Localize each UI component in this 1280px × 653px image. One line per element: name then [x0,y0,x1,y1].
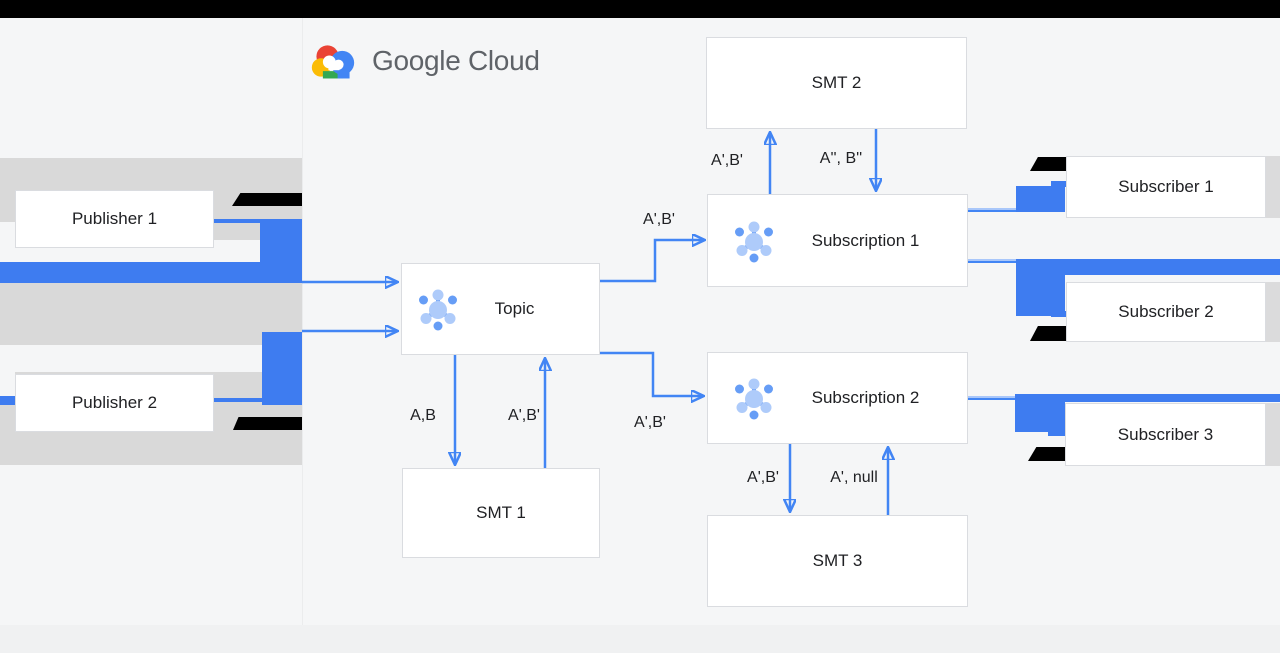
node-label: Subscriber 2 [1118,302,1214,321]
node-label: Publisher 1 [71,209,158,228]
node-subscription2: Subscription 2 [707,352,968,444]
panel-divider [302,18,303,625]
blue-pipe-band [1016,259,1280,275]
edge-label-smt3-subscription2: A', null [830,469,878,486]
gray-stripe [0,283,302,345]
glitch-black-shape [233,417,302,430]
edge-label-subscription1-smt2: A',B' [711,152,743,169]
node-label: Topic [494,299,535,318]
node-label: SMT 3 [812,551,863,570]
glitch-black-shape [232,193,302,206]
node-publisher1: Publisher 1 [15,190,214,248]
edge-label-topic-subscription1: A',B' [643,211,675,228]
bottom-strip [0,625,1280,653]
edge-label-smt2-subscription1: A'', B'' [819,150,863,167]
node-smt2: SMT 2 [706,37,967,129]
pubsub-icon [733,376,775,422]
blue-pipe-line [214,219,262,223]
node-subscriber2: Subscriber 2 [1066,282,1266,342]
node-label: Subscription 1 [811,230,920,250]
node-label: SMT 1 [476,503,526,522]
blue-connector-line [968,259,1017,263]
edge-label-topic-smt1: A,B [410,407,436,424]
glitch-black-shape [1030,157,1066,171]
node-topic: Topic [401,263,600,355]
node-label: Subscriber 1 [1118,177,1214,196]
google-cloud-logo-text: Google Cloud [372,45,540,76]
edge-label-topic-subscription2: A',B' [634,414,666,431]
google-cloud-logo-icon [311,45,355,79]
node-label: SMT 2 [811,73,862,92]
node-subscriber3: Subscriber 3 [1065,403,1266,466]
blue-pipe-blob [1016,186,1065,212]
blue-pipe-band [1015,394,1280,402]
blue-pipe-band [0,262,302,283]
arrow-topic-to-subscription1 [600,240,704,283]
top-black-bar [0,0,1280,18]
stripe-gap [0,372,15,396]
node-label: Publisher 2 [71,393,158,412]
node-label: Subscription 2 [811,388,920,407]
blue-connector-line [968,208,1017,212]
blue-pipe-column [1015,394,1065,432]
blue-pipe-tab [1051,311,1068,317]
blue-pipe-tab [1048,429,1068,436]
node-label: Subscriber 3 [1117,424,1214,444]
blue-pipe-tab [1051,181,1067,187]
blue-pipe-column [262,332,302,405]
row-gray-sliver [1266,156,1280,218]
node-smt3: SMT 3 [707,515,968,607]
google-cloud-logo: Google Cloud [310,42,540,80]
blue-pipe-stub [0,396,15,405]
stripe-gap [0,222,15,240]
node-subscriber1: Subscriber 1 [1066,156,1266,218]
pubsub-icon [417,287,459,333]
blue-connector-line [968,396,1016,400]
node-publisher2: Publisher 2 [15,374,214,432]
arrow-topic-to-subscription2 [600,351,703,396]
edge-label-smt1-topic: A',B' [508,407,540,424]
pubsub-icon [733,219,775,264]
row-gray-sliver [1266,282,1280,342]
glitch-black-shape [1030,326,1066,341]
edge-label-subscription2-smt3: A',B' [747,469,779,486]
node-subscription1: Subscription 1 [707,194,968,287]
node-smt1: SMT 1 [402,468,600,558]
row-gray-sliver [1266,403,1280,466]
glitch-black-shape [1028,447,1066,461]
blue-pipe-column [1016,259,1065,316]
